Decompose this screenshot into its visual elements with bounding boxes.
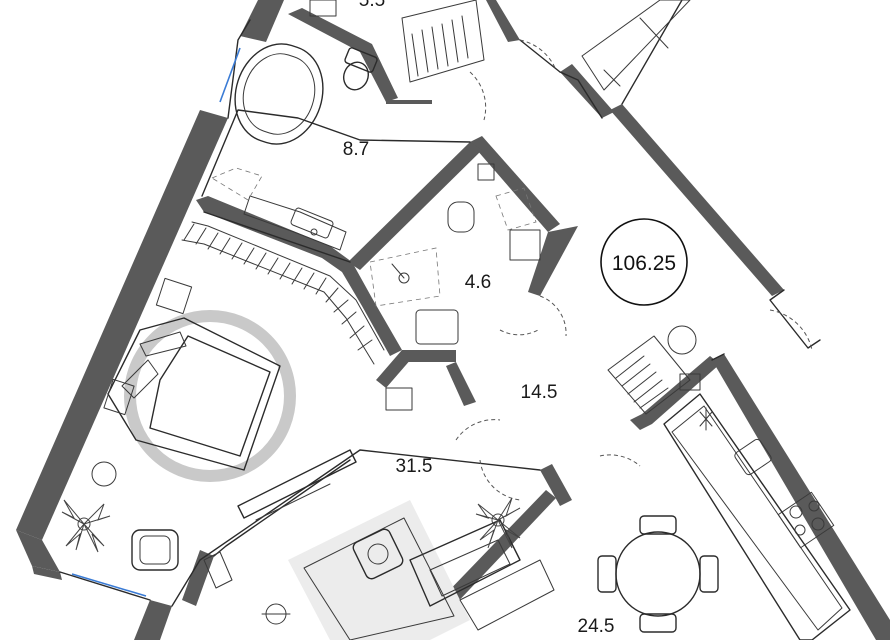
lounge-fixtures <box>288 497 555 640</box>
bedroom-fixtures <box>61 277 357 625</box>
extractor-icon <box>699 407 713 431</box>
round-rug <box>124 310 296 482</box>
room-area-hallway: 14.5 <box>521 382 558 403</box>
chair-icon <box>597 555 617 593</box>
partition-lines <box>59 0 821 607</box>
kitchen-fixtures <box>597 373 851 640</box>
room-area-shower: 4.6 <box>465 272 491 293</box>
chair-icon <box>639 613 677 633</box>
room-labels: 5.5 8.7 4.6 14.5 31.5 24.5 <box>343 0 615 637</box>
hob-icon <box>777 491 835 549</box>
wardrobe-icon <box>181 221 385 365</box>
bathtub-icon <box>234 43 324 145</box>
bathroom-fixtures <box>211 43 378 251</box>
shower-sink-icon <box>415 309 459 345</box>
total-area-value: 106.25 <box>612 252 676 275</box>
plant-icon <box>475 497 521 549</box>
ottoman-icon <box>352 528 404 580</box>
media-unit-icon <box>459 559 555 631</box>
shower-tray <box>369 247 441 307</box>
plant-icon <box>61 499 111 553</box>
shower-toilet-icon <box>447 201 475 233</box>
box-icon <box>385 387 413 411</box>
sofa-icon <box>409 519 521 607</box>
walls <box>16 0 890 640</box>
dining-table-icon <box>597 515 719 633</box>
bath-floor-zone <box>211 167 263 201</box>
shower-outlet-icon <box>477 163 495 181</box>
nightstand-icon <box>155 277 193 315</box>
hallway-storage-icon <box>385 325 697 415</box>
shower-cabinet-icon <box>509 229 541 261</box>
nightstand-icon <box>103 378 135 416</box>
shower-drain-icon <box>398 272 410 284</box>
side-table-icon <box>91 461 117 487</box>
total-area-badge: 106.25 <box>600 218 688 306</box>
chair-icon <box>639 515 677 535</box>
top-right-shelving <box>581 0 691 91</box>
shower-storage-zone <box>495 187 537 231</box>
armchair-icon <box>131 529 179 571</box>
dresser-icon <box>237 449 357 519</box>
shower-room-fixtures <box>369 163 541 345</box>
room-area-top: 5.5 <box>359 0 385 11</box>
top-room-fixtures <box>309 0 485 83</box>
kitchen-counter <box>663 393 851 640</box>
desk-chair-icon <box>261 603 291 625</box>
window-bedroom <box>71 573 147 597</box>
chair-icon <box>699 555 719 593</box>
desk-icon <box>203 551 233 589</box>
room-area-kitchen: 24.5 <box>578 616 615 637</box>
vanity-sink-icon <box>243 195 347 251</box>
door-swings <box>455 39 813 501</box>
room-area-bedroom: 31.5 <box>396 456 433 477</box>
kitchen-sink-icon <box>734 438 772 476</box>
living-rug <box>288 500 470 640</box>
window-bath <box>219 47 241 103</box>
toilet-icon <box>342 47 378 91</box>
cabinet-icon <box>309 0 337 17</box>
coat-stand-icon <box>667 325 697 355</box>
outlet-icon <box>679 373 701 391</box>
windows <box>71 47 241 597</box>
room-area-bathroom: 8.7 <box>343 139 369 160</box>
shelf-rack-icon <box>401 0 485 83</box>
